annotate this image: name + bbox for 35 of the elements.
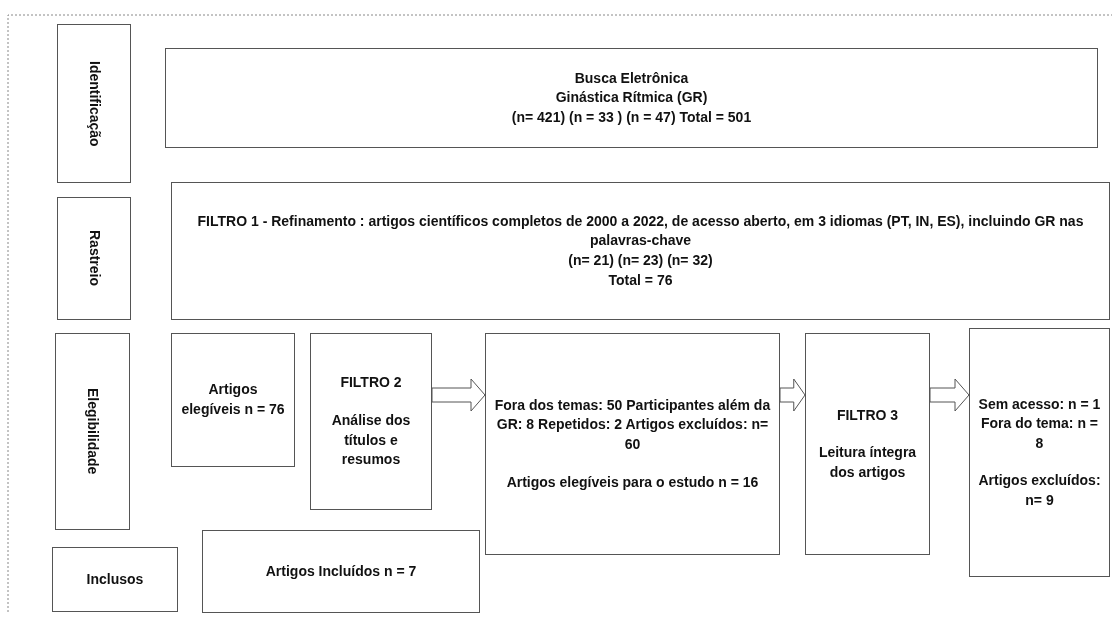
process-box <box>310 333 432 510</box>
stage-label: Elegibilidade <box>84 388 103 475</box>
box-text: Busca Eletrônica <box>574 68 689 88</box>
process-box <box>165 48 1098 148</box>
box-text: FILTRO 3 <box>836 405 899 425</box>
box-text: Ginástica Rítmica (GR) <box>555 88 708 108</box>
stage-label-box <box>57 24 131 183</box>
box-text: Artigos Incluídos n = 7 <box>265 561 417 581</box>
stage-label: Identificação <box>85 60 104 147</box>
stage-label-box <box>57 197 131 320</box>
box-text: FILTRO 2 <box>340 373 402 393</box>
box-text: (n= 21) (n= 23) (n= 32) <box>568 251 713 270</box>
process-box <box>52 547 178 612</box>
stage-label-box <box>55 333 130 530</box>
process-box <box>171 333 295 467</box>
box-text: Artigos elegíveis n = 76 <box>180 380 286 419</box>
process-box <box>171 182 1110 320</box>
box-text: Artigos elegíveis para o estudo n = 16 <box>506 472 759 492</box>
box-text: Artigos excluídos: n= 9 <box>977 471 1102 510</box>
box-text: Inclusos <box>86 569 144 589</box>
process-box <box>485 333 780 555</box>
box-text: Sem acesso: n = 1 Fora do tema: n = 8 <box>977 394 1102 453</box>
process-box <box>969 328 1110 577</box>
process-box <box>202 530 480 613</box>
box-text: FILTRO 1 - Refinamento : artigos científicos completos de 2000 a 2022, de acesso aberto, em 3 idiomas (PT, IN, ES), incluindo GR nas palavras-chave <box>196 211 1085 251</box>
box-text: (n= 421) (n = 33 ) (n = 47) Total = 501 <box>511 107 752 127</box>
box-text: Leitura íntegra dos artigos <box>817 443 918 482</box>
process-box <box>805 333 930 555</box>
block-arrow <box>431 378 486 412</box>
box-text: Análise dos títulos e resumos <box>330 410 412 470</box>
block-arrow <box>779 378 806 412</box>
stage-label: Rastreio <box>85 230 104 287</box>
box-text: Total = 76 <box>608 270 673 290</box>
block-arrow <box>929 378 970 412</box>
box-text: Fora dos temas: 50 Participantes além da GR: 8 Repetidos: 2 Artigos excluídos: n= 60 <box>493 395 772 454</box>
